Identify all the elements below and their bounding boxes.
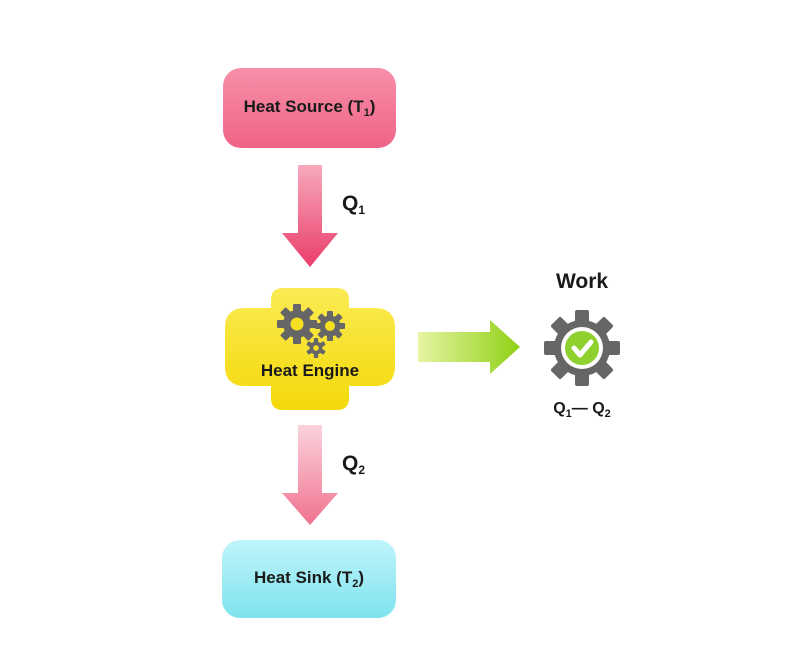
heat-source-box: Heat Source (T1): [223, 68, 396, 148]
work-arrow: [418, 320, 520, 374]
q2-arrow: [282, 425, 338, 525]
gears-icon: [277, 304, 345, 358]
heat-sink-box: Heat Sink (T2): [222, 540, 396, 618]
heat-source-label: Heat Source (T1): [243, 97, 376, 119]
q1-label: Q1: [342, 192, 366, 217]
work-label: Work: [555, 270, 609, 293]
q1-arrow: [282, 165, 338, 267]
q2-label: Q2: [342, 452, 366, 477]
heat-sink-label: Heat Sink (T2): [253, 568, 365, 590]
gear-check-icon: [544, 310, 620, 386]
work-equation: Q1— Q2: [553, 400, 611, 420]
heat-engine-label: Heat Engine: [260, 361, 360, 380]
heat-engine-box: Heat Engine: [225, 288, 395, 410]
